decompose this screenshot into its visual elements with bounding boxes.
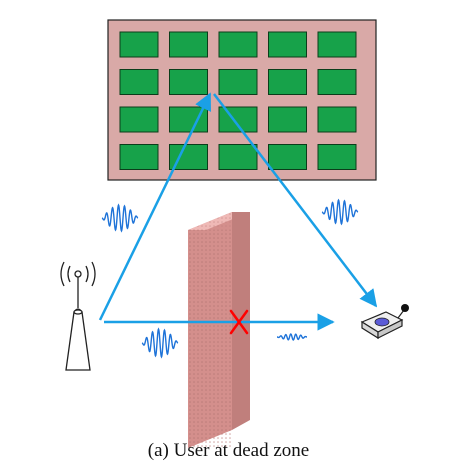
surface-element xyxy=(119,31,159,58)
surface-element xyxy=(317,144,357,170)
surface-element xyxy=(218,31,258,58)
blocked-path-icon xyxy=(229,309,249,335)
ray-surface-to-user xyxy=(213,93,378,308)
reflecting-surface xyxy=(107,19,377,181)
surface-element xyxy=(218,69,258,95)
surface-element xyxy=(268,144,307,170)
surface-element xyxy=(119,106,159,133)
signal-wave-icon xyxy=(101,203,139,233)
obstacle-wall xyxy=(188,212,250,448)
surface-element xyxy=(317,31,357,58)
surface-element xyxy=(169,31,208,58)
surface-element xyxy=(268,106,307,133)
signal-waves xyxy=(101,198,359,359)
surface-element xyxy=(268,31,307,58)
surface-element xyxy=(218,144,258,170)
signal-wave-icon xyxy=(321,198,359,226)
surface-element xyxy=(268,69,307,95)
surface-element xyxy=(169,69,208,95)
surface-element xyxy=(218,106,258,133)
surface-element xyxy=(119,144,159,170)
signal-wave-icon xyxy=(141,327,179,359)
user-device-icon xyxy=(360,304,409,340)
signal-wave-icon xyxy=(276,333,308,341)
surface-element xyxy=(317,106,357,133)
signal-paths xyxy=(98,92,378,331)
surface-element xyxy=(119,69,159,95)
base-station-icon xyxy=(60,261,96,371)
ray-bs-to-surface xyxy=(98,92,212,321)
figure-caption: (a) User at dead zone xyxy=(147,440,310,461)
surface-element xyxy=(317,69,357,95)
